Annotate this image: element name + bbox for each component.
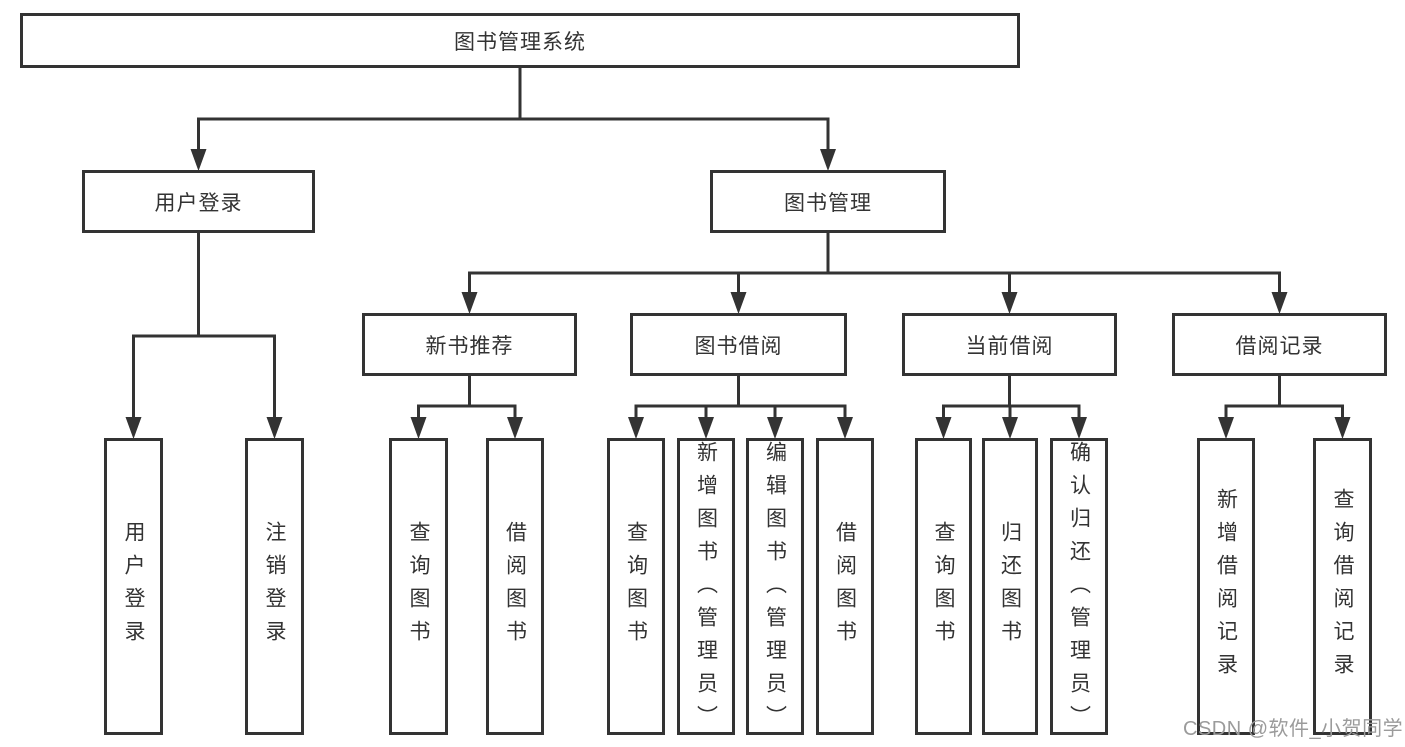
node-leaf-query-borrow-record: 查询借阅记录 <box>1313 438 1372 735</box>
arrowhead-new-book-recommend <box>461 292 478 314</box>
node-leaf-borrow-books-1: 借阅图书 <box>486 438 544 735</box>
node-leaf-add-books: 新增图书（管理员） <box>677 438 735 738</box>
arrowhead-current-borrowing <box>1001 292 1018 314</box>
arrowhead-leaf-query-books-1 <box>410 417 427 439</box>
arrowhead-user-login <box>190 149 207 171</box>
node-book-borrowing: 图书借阅 <box>630 313 847 376</box>
node-label: 新增借阅记录 <box>1214 487 1238 686</box>
node-new-book-recommend: 新书推荐 <box>362 313 577 376</box>
arrowhead-book-management <box>820 149 836 171</box>
node-label: 确认归还（管理员） <box>1067 441 1091 738</box>
node-leaf-borrow-books-2: 借阅图书 <box>816 438 874 735</box>
node-label: 编辑图书（管理员） <box>763 441 787 738</box>
arrowhead-book-borrowing <box>730 292 747 314</box>
node-label: 查询图书 <box>624 520 648 653</box>
node-root: 图书管理系统 <box>20 13 1020 68</box>
node-label: 借阅记录 <box>1235 334 1324 358</box>
node-label: 查询借阅记录 <box>1331 487 1354 686</box>
node-label: 注销登录 <box>263 520 286 653</box>
node-leaf-add-borrow-record: 新增借阅记录 <box>1197 438 1255 735</box>
node-user-login: 用户登录 <box>82 170 315 233</box>
arrowhead-leaf-return-books <box>1002 417 1018 439</box>
arrowhead-leaf-add-borrow-record <box>1218 417 1234 439</box>
arrowhead-leaf-logout <box>266 417 283 439</box>
arrowhead-borrowing-records <box>1271 292 1288 314</box>
node-label: 图书管理 <box>784 191 872 215</box>
node-current-borrowing: 当前借阅 <box>902 313 1117 376</box>
node-label: 当前借阅 <box>965 334 1054 358</box>
node-borrowing-records: 借阅记录 <box>1172 313 1387 376</box>
node-leaf-logout: 注销登录 <box>245 438 304 735</box>
node-leaf-return-books: 归还图书 <box>982 438 1038 735</box>
watermark-text: CSDN @软件_小贺同学 <box>1183 718 1404 740</box>
node-label: 用户登录 <box>154 191 243 215</box>
node-label: 新增图书（管理员） <box>694 441 718 738</box>
node-leaf-confirm-return: 确认归还（管理员） <box>1050 438 1108 738</box>
arrowhead-leaf-add-books <box>698 417 714 439</box>
node-book-management: 图书管理 <box>710 170 946 233</box>
node-leaf-query-books-3: 查询图书 <box>915 438 972 735</box>
node-label: 用户登录 <box>122 520 145 653</box>
node-leaf-user-login: 用户登录 <box>104 438 163 735</box>
node-label: 图书管理系统 <box>454 30 586 54</box>
arrowhead-leaf-query-books-3 <box>935 417 952 439</box>
arrowhead-leaf-confirm-return <box>1071 417 1087 439</box>
arrowhead-leaf-query-books-2 <box>628 417 644 439</box>
node-label: 查询图书 <box>407 520 430 653</box>
node-label: 借阅图书 <box>833 520 857 653</box>
node-label: 查询图书 <box>932 520 955 653</box>
node-leaf-edit-books: 编辑图书（管理员） <box>746 438 804 738</box>
arrowhead-leaf-user-login <box>125 417 142 439</box>
arrowhead-leaf-borrow-books-2 <box>837 417 853 439</box>
node-leaf-query-books-2: 查询图书 <box>607 438 665 735</box>
arrowhead-leaf-borrow-books-1 <box>507 417 523 439</box>
node-leaf-query-books-1: 查询图书 <box>389 438 448 735</box>
node-label: 新书推荐 <box>425 334 514 358</box>
arrowhead-leaf-query-borrow-record <box>1334 417 1351 439</box>
node-label: 图书借阅 <box>694 334 783 358</box>
node-label: 借阅图书 <box>503 520 527 653</box>
node-label: 归还图书 <box>998 520 1022 653</box>
arrowhead-leaf-edit-books <box>767 417 783 439</box>
